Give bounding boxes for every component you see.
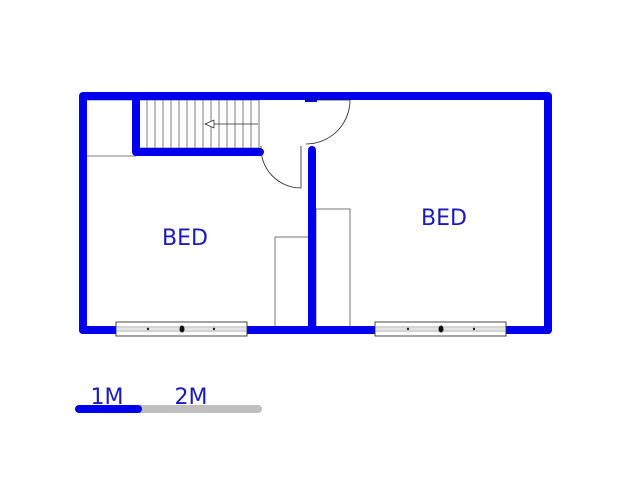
stair-arrow-icon bbox=[204, 119, 215, 129]
scale-label-2m: 2M bbox=[175, 385, 208, 410]
wardrobe-left bbox=[274, 236, 310, 328]
walls bbox=[79, 92, 552, 334]
door-lower-swing bbox=[260, 145, 302, 189]
scale-label-1m: 1M bbox=[91, 385, 124, 410]
door-upper-swing bbox=[305, 99, 351, 145]
scale-bar: 1M 2M bbox=[75, 385, 262, 413]
door-jamb bbox=[305, 96, 317, 102]
doors bbox=[260, 99, 351, 189]
room-label-left-bed: BED bbox=[162, 226, 208, 251]
window-right bbox=[374, 321, 507, 337]
window-left bbox=[115, 321, 248, 337]
stair-wall bbox=[132, 96, 264, 156]
staircase bbox=[138, 99, 260, 149]
wardrobe-right bbox=[315, 208, 351, 328]
room-label-right-bed: BED bbox=[421, 206, 467, 231]
